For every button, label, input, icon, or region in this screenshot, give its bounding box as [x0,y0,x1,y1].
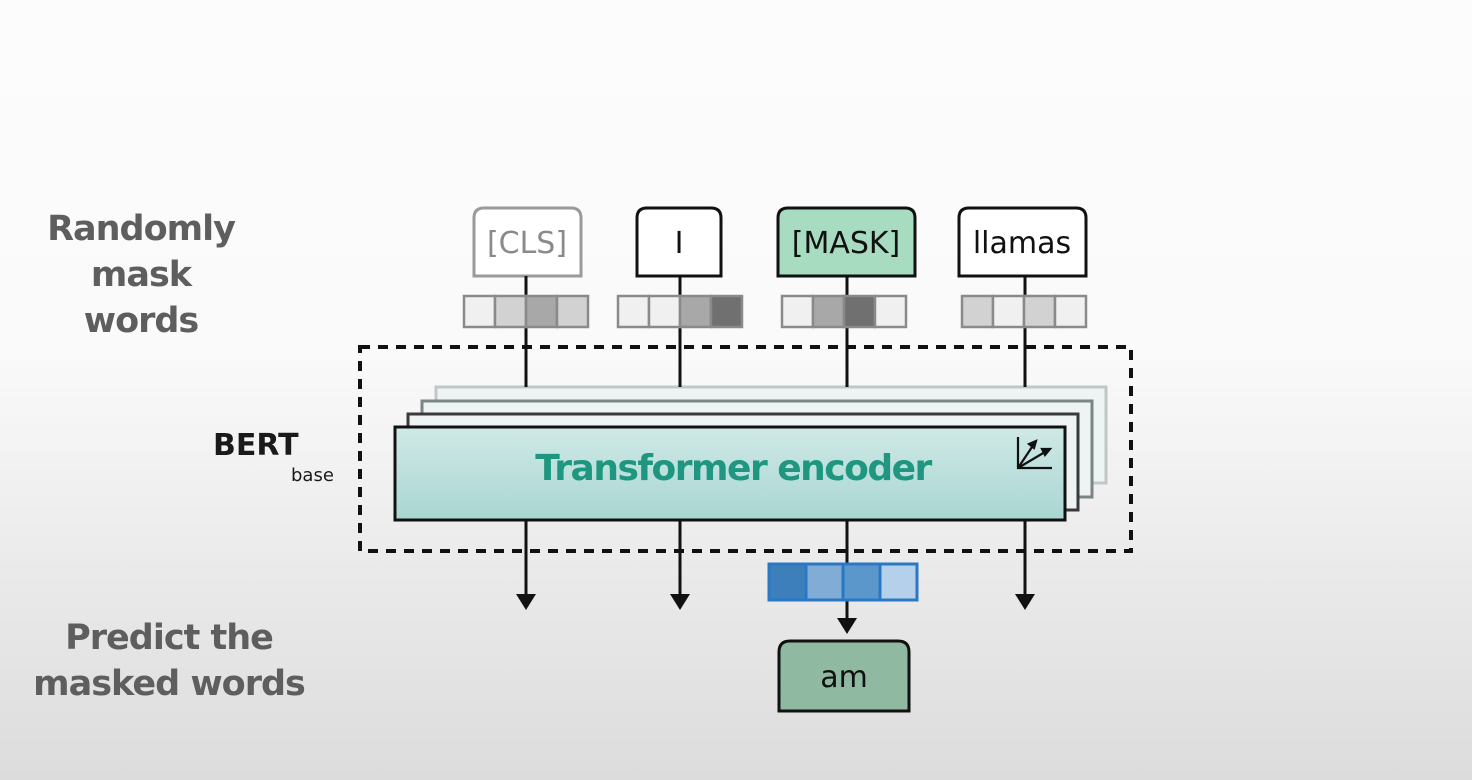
output-arrows [516,520,1035,634]
embedding-cell [811,294,846,329]
token-mask: [MASK] [776,206,917,278]
embedding-cell [524,294,559,329]
embedding-cell [709,294,744,329]
embedding-cell [780,294,815,329]
predict-label-line-2: masked words [33,664,306,704]
embedding-cell [841,562,882,602]
embedding-cell [493,294,528,329]
embedding-i [616,294,744,329]
bert-boundary [358,345,1133,553]
predict-masked-words-label: Predict the masked words [30,615,308,707]
token-llamas-text: llamas [973,226,1071,261]
encoder-label: Transformer encoder [535,448,932,489]
input-connectors [524,328,1027,387]
embedding-cls [462,294,590,329]
output-embedding [767,562,919,602]
embedding-cell [462,294,497,329]
embedding-cell [842,294,877,329]
token-cls-text: [CLS] [487,226,567,261]
embedding-cell [555,294,590,329]
embedding-cell [804,562,845,602]
token-llamas: llamas [957,206,1088,278]
token-mask-text: [MASK] [792,226,901,261]
embedding-cell [616,294,651,329]
bert-variant-label: base [291,465,334,486]
mask-label-line-2: mask words [83,255,200,341]
embedding-cell [678,294,713,329]
embedding-cell [1022,294,1057,329]
transformer-encoder [393,425,1067,522]
randomly-mask-words-label: Randomly mask words [30,206,252,344]
embedding-cell [960,294,995,329]
embedding-cell [878,562,919,602]
mask-label-line-1: Randomly [47,209,236,249]
embedding-cell [1053,294,1088,329]
output-token-am: am [777,639,911,713]
axes-vectors-icon [1016,437,1053,470]
token-cls: [CLS] [472,206,583,278]
embedding-cell [647,294,682,329]
embedding-cell [991,294,1026,329]
token-i: I [635,206,723,278]
token-connectors [524,276,1027,296]
bert-model-label: BERT [213,428,299,463]
embedding-llamas [960,294,1088,329]
token-i-text: I [675,226,684,261]
output-token-text: am [820,660,868,695]
embedding-cell [873,294,908,329]
embedding-mask [780,294,908,329]
predict-label-line-1: Predict the [65,618,274,658]
embedding-cell [767,562,808,602]
